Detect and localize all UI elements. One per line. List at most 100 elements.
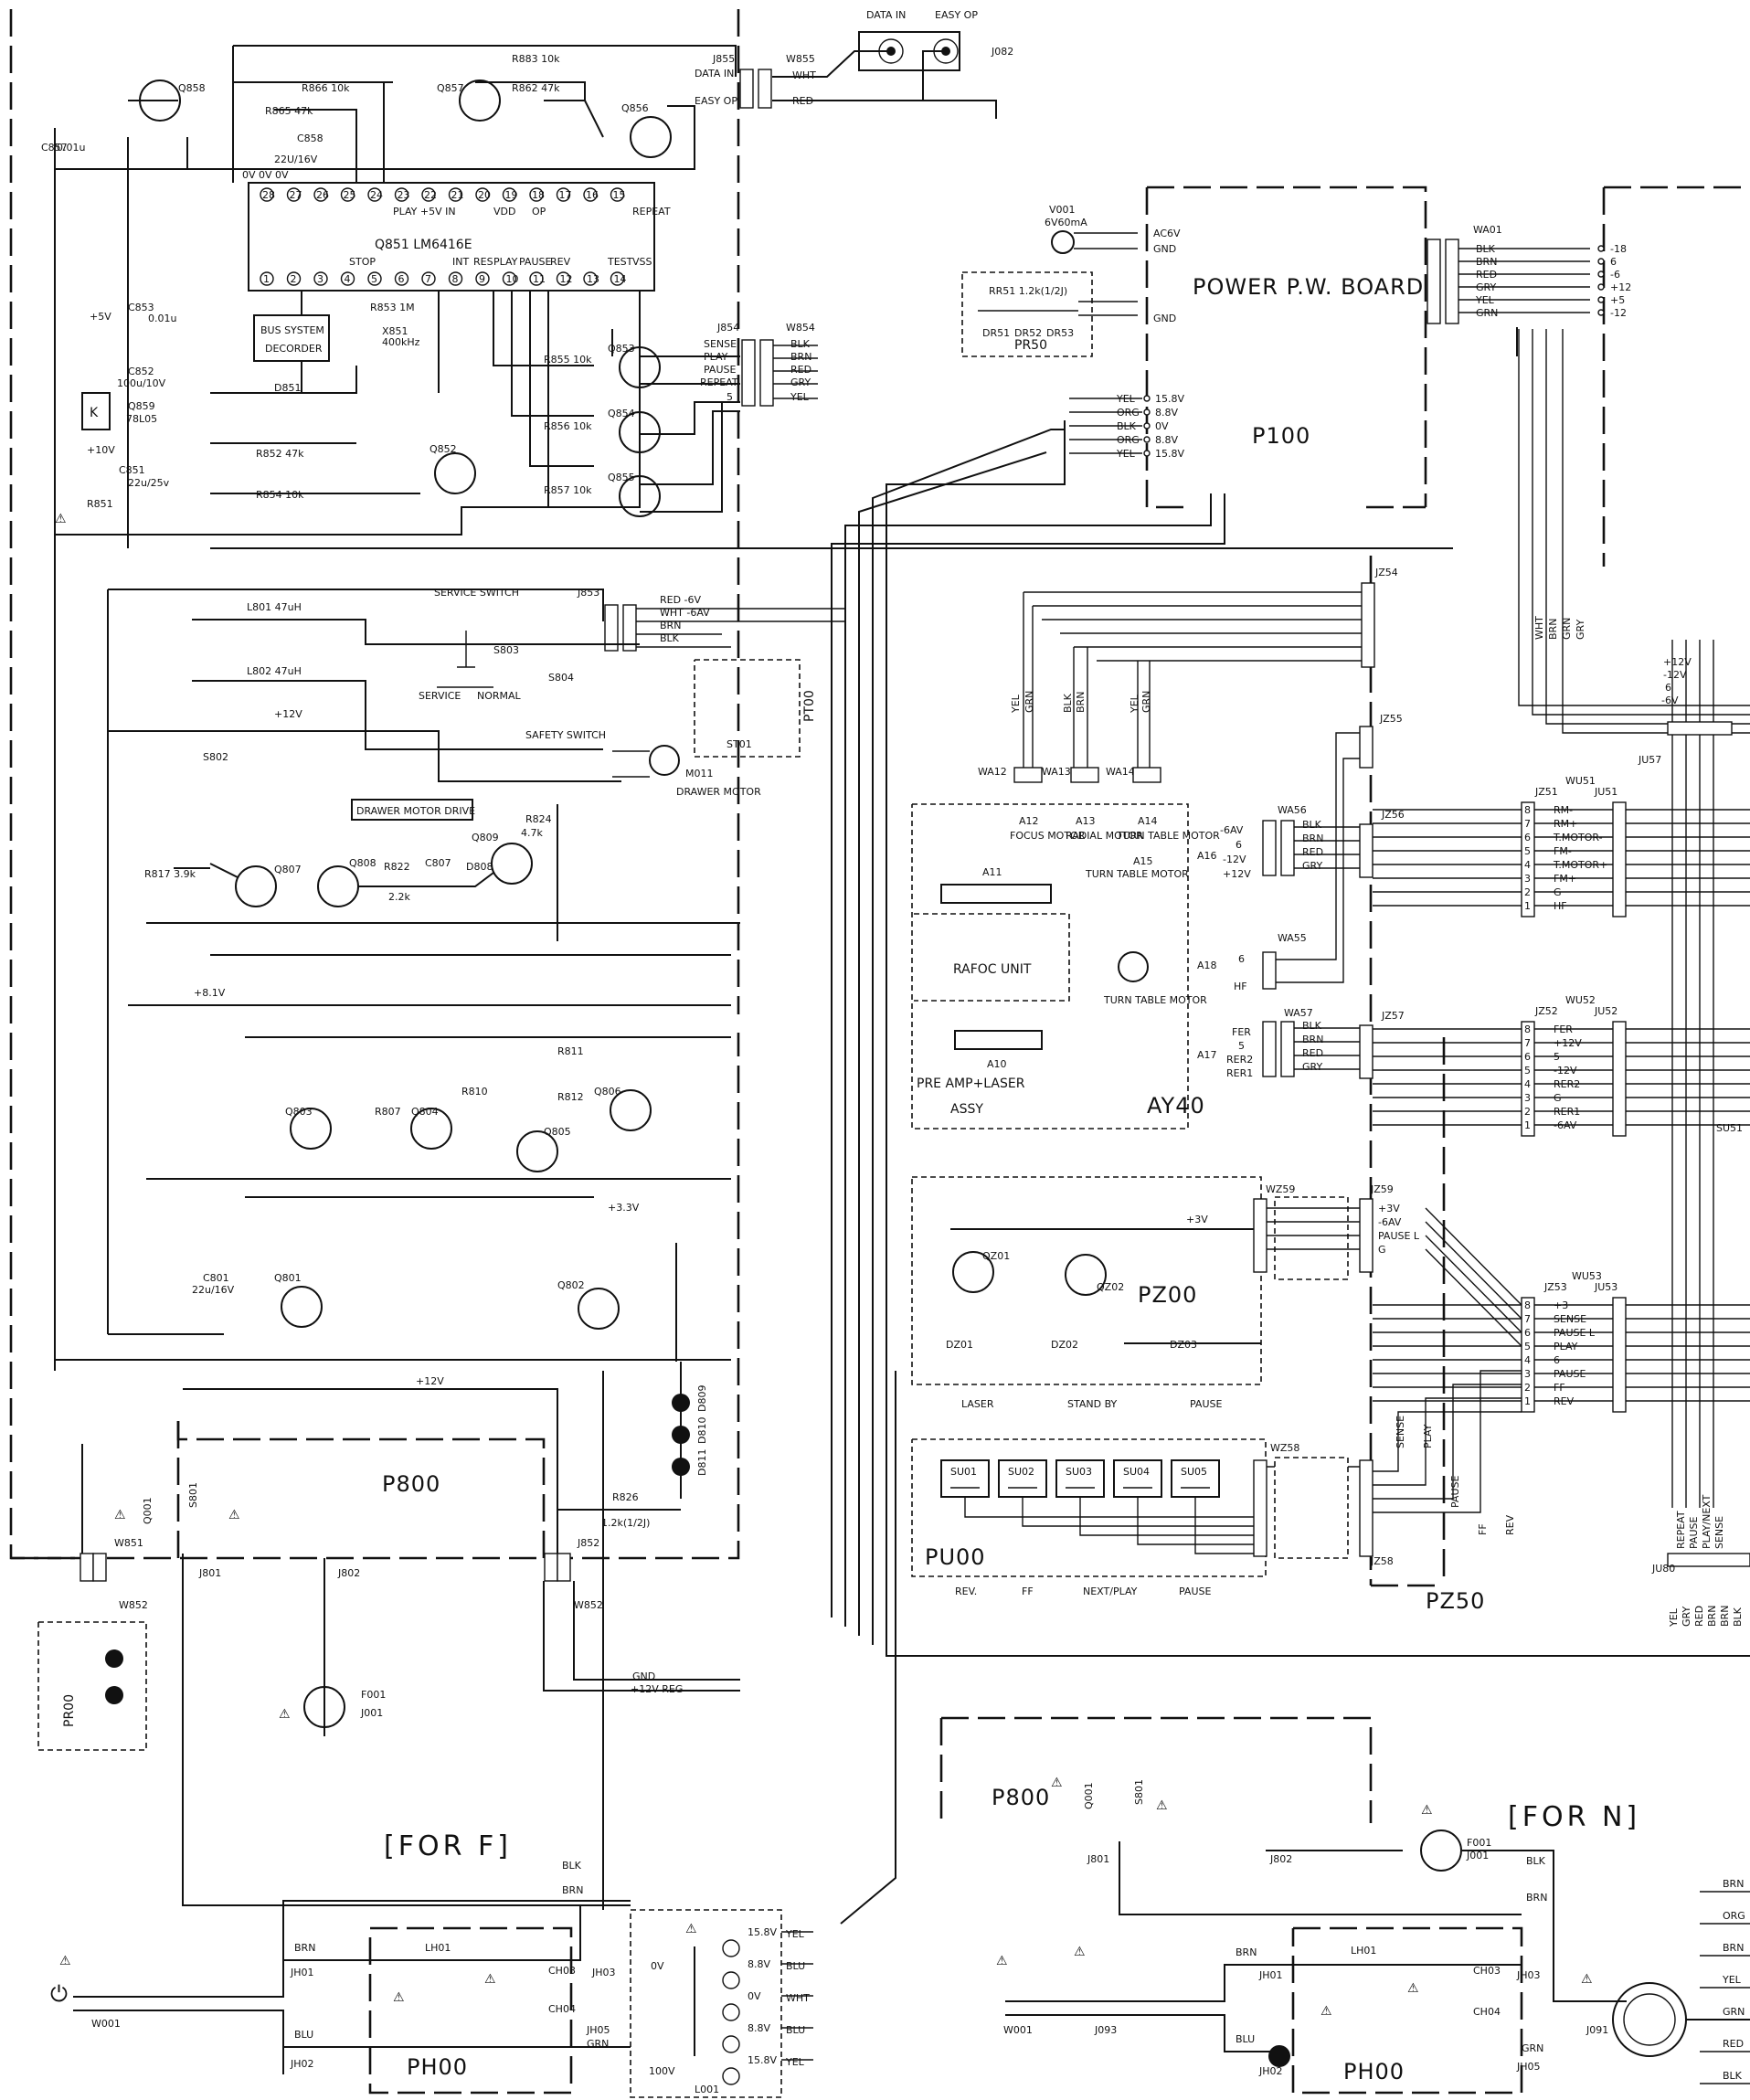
j853-red: RED -6V xyxy=(660,594,702,606)
wht-bundle: WHT xyxy=(1533,616,1545,640)
dz01-label: DZ01 xyxy=(946,1339,973,1351)
p800-label: P800 xyxy=(382,1471,440,1497)
warn-ph-f1: ⚠ xyxy=(393,1990,405,2005)
wa56-g: 6 xyxy=(1236,839,1242,851)
jz-pin-number: 3 xyxy=(1524,1092,1531,1104)
warn-2: ⚠ xyxy=(228,1508,240,1522)
sense-vert: SENSE xyxy=(1395,1416,1406,1448)
r812-label: R812 xyxy=(557,1091,584,1103)
wu52-name: WU52 xyxy=(1565,994,1596,1006)
j802-label: J802 xyxy=(337,1567,360,1579)
switch-wire xyxy=(1022,1497,1254,1527)
j001-n: J001 xyxy=(1466,1850,1489,1861)
n-wire-color: GRN xyxy=(1723,2006,1745,2018)
j091-n: J091 xyxy=(1586,2024,1608,2036)
warn-n1: ⚠ xyxy=(1051,1776,1063,1790)
op-label: OP xyxy=(532,206,546,217)
j854-connector: J854 W854 SENSE PLAY PAUSE REPEAT 5 BLK … xyxy=(700,322,818,407)
tx-winding xyxy=(722,2035,740,2053)
s802-label: S802 xyxy=(203,751,228,763)
grn-n-out: GRN xyxy=(1522,2042,1543,2054)
j854-sense: SENSE xyxy=(704,338,737,350)
rr51-label: RR51 1.2k(1/2J) xyxy=(989,285,1067,297)
wa56-red: RED xyxy=(1302,846,1323,858)
ch03-label: CH03 xyxy=(548,1965,576,1977)
wa01-level: 6 xyxy=(1610,256,1617,268)
ay40-label: AY40 xyxy=(1147,1093,1205,1119)
l801-label: L801 47uH xyxy=(247,601,302,613)
wa56-blk: BLK xyxy=(1302,819,1322,831)
power-output-voltage: 8.8V xyxy=(1155,407,1178,419)
ic-top-pin-number: 25 xyxy=(344,189,356,201)
ic-top-pin-number: 16 xyxy=(586,189,599,201)
dr51-label: DR51 xyxy=(982,327,1010,339)
jz-pin-number: 5 xyxy=(1524,1065,1531,1077)
jz-pin-number: 4 xyxy=(1524,859,1531,871)
n-wire-color: YEL xyxy=(1722,1974,1742,1986)
d809-label: D809 xyxy=(696,1385,708,1412)
ph00-label: PH00 xyxy=(407,2054,468,2080)
c858-value: 22U/16V xyxy=(274,154,318,165)
wa57-5: 5 xyxy=(1238,1040,1245,1052)
s801-n: S801 xyxy=(1133,1779,1145,1805)
ic-bottom-pin-number: 1 xyxy=(263,273,270,285)
wa01-level: +5 xyxy=(1610,294,1625,306)
plus33v-label: +3.3V xyxy=(608,1202,640,1214)
a13-name: A13 xyxy=(1076,815,1096,827)
d808-label: D808 xyxy=(466,861,493,873)
pz50-label: PZ50 xyxy=(1426,1588,1485,1614)
jz-pin-number: 5 xyxy=(1524,845,1531,857)
tt-motor-a15: TURN TABLE MOTOR xyxy=(1085,868,1189,880)
blk-a13: BLK xyxy=(1062,693,1074,713)
stand-by-label: STAND BY xyxy=(1067,1398,1118,1410)
wa55-hf: HF xyxy=(1234,981,1247,992)
ic-top-pin-number: 27 xyxy=(290,189,302,201)
bottom-wire-color: BRN xyxy=(1719,1606,1731,1627)
tx-wire-color: YEL xyxy=(785,2056,805,2068)
warn-ph-n1: ⚠ xyxy=(1320,2004,1332,2019)
bottom-wire-signal: PLAY/NEXT xyxy=(1701,1494,1713,1549)
ch04-label: CH04 xyxy=(548,2003,576,2015)
jh05-label: JH05 xyxy=(586,2024,610,2036)
wa56-12p: +12V xyxy=(1223,868,1251,880)
ju80-name: JU80 xyxy=(1651,1563,1675,1575)
w854-red: RED xyxy=(790,364,811,376)
tx-winding xyxy=(722,1971,740,1989)
r883-label: R883 10k xyxy=(512,53,560,65)
service-switch-area: SERVICE SWITCH J853 RED -6V WHT -6AV BRN… xyxy=(107,587,845,1334)
wz59-signal: PAUSE L xyxy=(1378,1230,1420,1242)
jh03-label: JH03 xyxy=(591,1967,616,1978)
warn-j091: ⚠ xyxy=(1581,1972,1593,1987)
j001-label: J001 xyxy=(360,1707,383,1719)
warn-3: ⚠ xyxy=(55,512,67,526)
ic-wiring xyxy=(54,45,1453,1371)
ic-top-pin-number: 20 xyxy=(478,189,491,201)
wa01-terminal xyxy=(1597,245,1605,252)
wa01-level: -12 xyxy=(1610,307,1627,319)
jz55-name: JZ55 xyxy=(1379,713,1403,725)
ic-bottom-pin-number: 9 xyxy=(479,273,485,285)
j853-blk: BLK xyxy=(660,632,680,644)
ic-top-pin-number: 15 xyxy=(613,189,626,201)
ch04-n: CH04 xyxy=(1473,2006,1501,2018)
c857-label: C857 xyxy=(41,142,68,154)
r822-value: 2.2k xyxy=(388,891,410,903)
v001-label: V001 xyxy=(1049,204,1076,216)
wa01-terminal xyxy=(1597,296,1605,303)
gnd-reg-label: GND xyxy=(632,1670,655,1682)
tx-tap-voltage: 8.8V xyxy=(748,1958,770,1970)
laser-label: LASER xyxy=(961,1398,994,1410)
wa57-blk: BLK xyxy=(1302,1020,1322,1032)
ay40-motors: WA12 WA13 WA14 A12 A13 A14 FOCUS MOTOR R… xyxy=(914,766,1220,1119)
ch03-n: CH03 xyxy=(1473,1965,1501,1977)
play-pin-label: PLAY +5V IN xyxy=(393,206,456,217)
q806-label: Q806 xyxy=(594,1086,621,1098)
power-output-terminal xyxy=(1143,450,1151,457)
bottom-wire-color: BLK xyxy=(1732,1607,1744,1627)
q852-label: Q852 xyxy=(430,443,457,455)
brn-n-in: BRN xyxy=(1236,1946,1257,1958)
f001-n: F001 xyxy=(1467,1837,1491,1849)
wa57-fer: FER xyxy=(1232,1026,1251,1038)
power-board-title: POWER P.W. BOARD xyxy=(1193,274,1424,300)
